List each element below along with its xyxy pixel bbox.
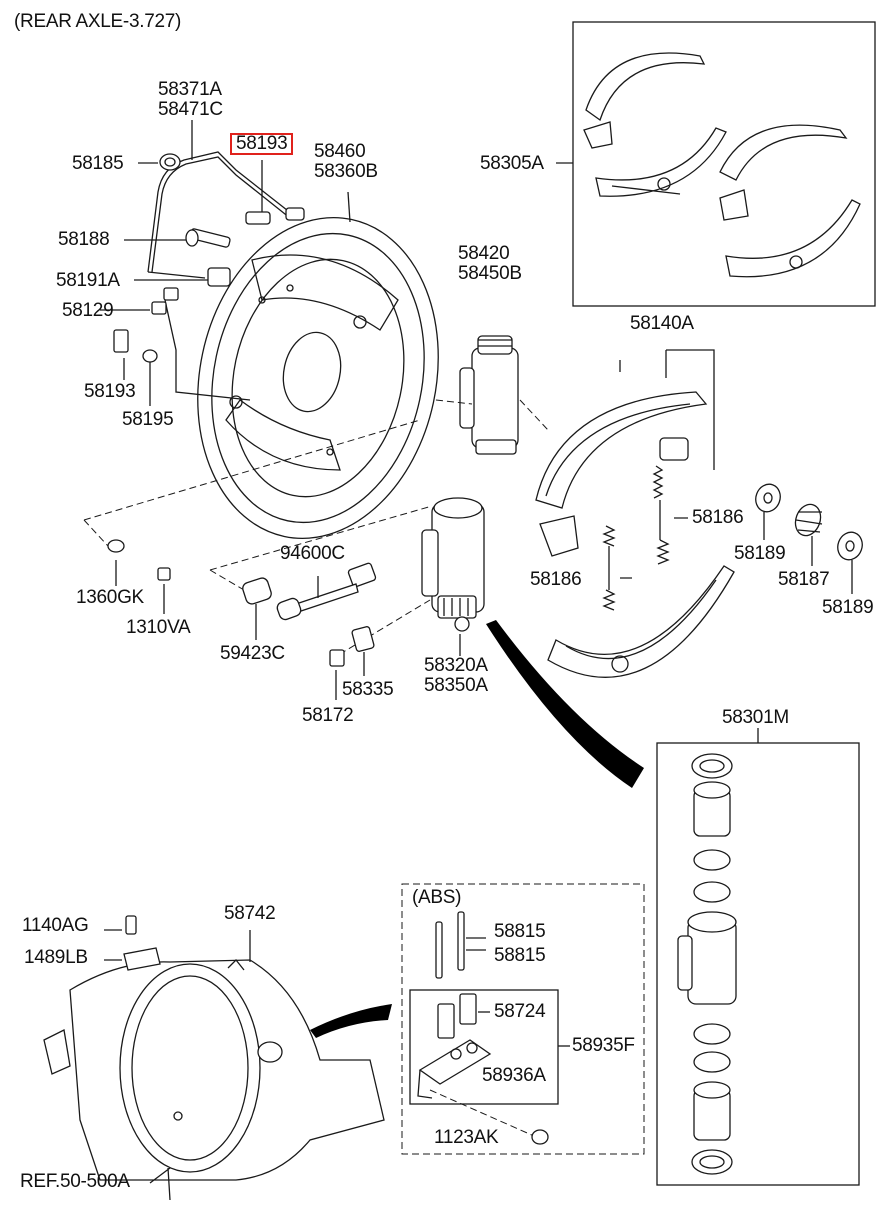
part-label-58742: 58742 — [224, 903, 276, 924]
nut-1310va — [157, 567, 171, 581]
part-label-58460: 58460 — [314, 141, 366, 162]
part-label-58301m: 58301M — [722, 707, 789, 728]
shoe-kit-box — [572, 21, 876, 307]
diagram-title: (REAR AXLE-3.727) — [14, 11, 182, 32]
part-label-1360gk: 1360GK — [76, 587, 144, 608]
part-label-58320a: 58320A — [424, 655, 488, 676]
shoe-kit-shoes — [583, 52, 861, 278]
part-label-58450b: 58450B — [458, 263, 522, 284]
part-label-58360b: 58360B — [314, 161, 378, 182]
abs-sensor-box — [409, 989, 559, 1105]
repair-kit-parts — [677, 753, 737, 1175]
part-label-1489lb: 1489LB — [24, 947, 88, 968]
nut-1360gk — [107, 539, 125, 553]
part-label-1123ak: 1123AK — [434, 1127, 499, 1148]
wheel-cylinder — [421, 497, 485, 632]
part-label-58335: 58335 — [342, 679, 394, 700]
part-label-58195: 58195 — [122, 409, 174, 430]
brake-shoes — [535, 391, 735, 678]
part-label-58189-right: 58189 — [822, 597, 874, 618]
part-label-58815-a: 58815 — [494, 921, 546, 942]
adjuster-cylinder — [435, 335, 549, 455]
part-label-58420: 58420 — [458, 243, 510, 264]
part-label-1140ag: 1140AG — [22, 915, 89, 936]
part-label-58936a: 58936A — [482, 1065, 546, 1086]
callout-arrow — [486, 620, 644, 788]
part-label-58129: 58129 — [62, 300, 114, 321]
abs-label: (ABS) — [412, 887, 462, 908]
part-label-58935f: 58935F — [572, 1035, 635, 1056]
bleeder-parts — [242, 562, 377, 700]
hold-down-spring — [794, 503, 823, 537]
abs-box — [401, 883, 645, 1155]
part-label-1310va: 1310VA — [126, 617, 191, 638]
part-label-58187: 58187 — [778, 569, 830, 590]
part-label-58189-left: 58189 — [734, 543, 786, 564]
small-fittings — [113, 153, 305, 363]
part-label-59423c: 59423C — [220, 643, 285, 664]
part-label-94600c: 94600C — [280, 543, 345, 564]
return-springs — [602, 465, 688, 611]
part-label-58185: 58185 — [72, 153, 124, 174]
reference-label[interactable]: REF.50-500A — [20, 1171, 130, 1192]
part-label-58191a: 58191A — [56, 270, 120, 291]
part-label-58724: 58724 — [494, 1001, 546, 1022]
abs-sensor-parts — [417, 911, 549, 1145]
part-label-58371a: 58371A — [158, 79, 222, 100]
part-label-58305a: 58305A — [480, 153, 544, 174]
part-label-58140a: 58140A — [630, 313, 694, 334]
part-label-58186-left: 58186 — [530, 569, 582, 590]
washer-right — [837, 531, 863, 561]
part-label-58172: 58172 — [302, 705, 354, 726]
washer-left — [755, 483, 781, 513]
part-label-58186-right: 58186 — [692, 507, 744, 528]
part-label-58471c: 58471C — [158, 99, 223, 120]
part-label-58350a: 58350A — [424, 675, 488, 696]
backing-plate — [197, 217, 439, 539]
part-label-58193-highlighted[interactable]: 58193 — [230, 133, 294, 155]
axle-housing — [43, 959, 385, 1181]
part-label-58815-b: 58815 — [494, 945, 546, 966]
part-label-58193: 58193 — [84, 381, 136, 402]
part-label-58188: 58188 — [58, 229, 110, 250]
